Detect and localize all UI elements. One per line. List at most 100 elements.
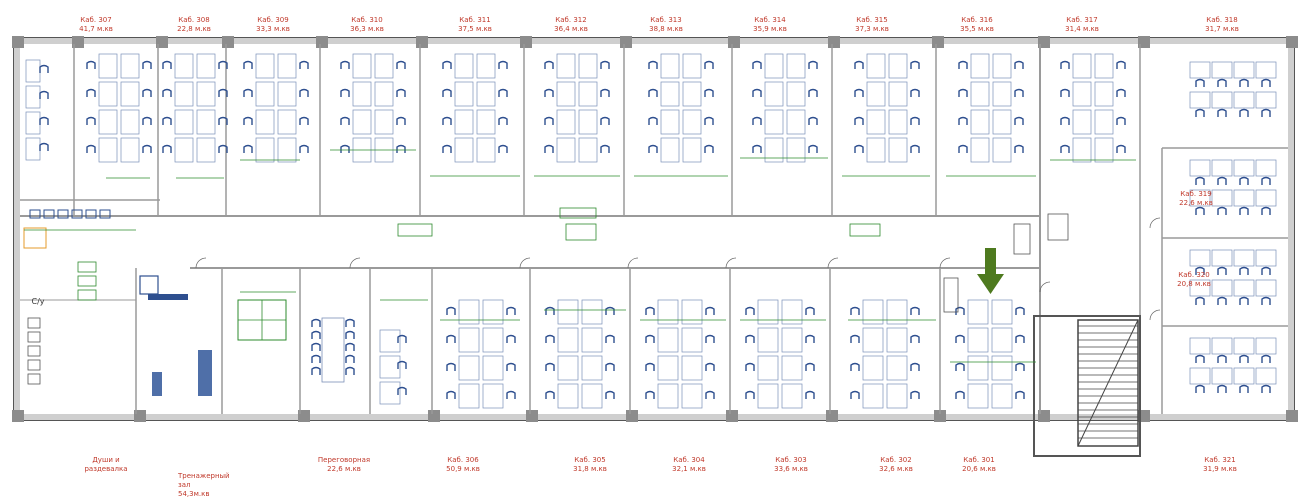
chair — [397, 360, 407, 369]
gym-machine — [152, 372, 162, 396]
chair — [1014, 144, 1024, 153]
chair — [1195, 354, 1205, 363]
desk — [991, 383, 1013, 409]
desk — [578, 109, 598, 135]
desk — [764, 137, 784, 163]
desk — [660, 137, 680, 163]
desk — [556, 137, 576, 163]
shower-cell — [27, 331, 41, 343]
desk — [1255, 189, 1277, 207]
chair — [345, 366, 355, 375]
desk — [482, 327, 504, 353]
desk — [657, 299, 679, 325]
desk — [1255, 367, 1277, 385]
chair — [704, 116, 714, 125]
outer-wall-bottom — [14, 414, 1294, 420]
chair — [1015, 306, 1025, 315]
desk — [1233, 249, 1255, 267]
chair — [955, 362, 965, 371]
chair — [345, 342, 355, 351]
desk — [781, 355, 803, 381]
chair — [910, 144, 920, 153]
desk — [352, 81, 372, 107]
desk — [1255, 61, 1277, 79]
desk — [25, 111, 41, 135]
desk — [379, 381, 401, 405]
chair — [745, 334, 755, 343]
chair — [1060, 60, 1070, 69]
desk — [174, 137, 194, 163]
chair — [1239, 206, 1249, 215]
desk — [458, 355, 480, 381]
outer-wall-left — [14, 38, 20, 420]
chair — [1261, 206, 1271, 215]
door-swing — [519, 257, 531, 269]
desk — [681, 355, 703, 381]
chair — [1239, 78, 1249, 87]
desk — [1211, 91, 1233, 109]
chair — [705, 306, 715, 315]
chair — [545, 390, 555, 399]
chair — [299, 88, 309, 97]
desk — [682, 109, 702, 135]
desk — [1233, 189, 1255, 207]
pillar-bottom — [826, 410, 838, 422]
door-swing — [1149, 217, 1161, 229]
desk — [970, 109, 990, 135]
chair — [544, 88, 554, 97]
chair — [1217, 78, 1227, 87]
chair — [162, 88, 172, 97]
chair — [955, 306, 965, 315]
chair — [645, 334, 655, 343]
desk — [1233, 279, 1255, 297]
desk — [1233, 159, 1255, 177]
chair — [1261, 266, 1271, 275]
chair — [498, 144, 508, 153]
desk — [476, 81, 496, 107]
desk — [657, 355, 679, 381]
desk — [476, 109, 496, 135]
desk — [578, 137, 598, 163]
chair — [340, 144, 350, 153]
desk — [1072, 109, 1092, 135]
chair — [397, 334, 407, 343]
bench-seat — [85, 209, 97, 219]
desk — [454, 53, 474, 79]
chair — [498, 60, 508, 69]
desk — [98, 81, 118, 107]
chair — [958, 144, 968, 153]
chair — [1015, 390, 1025, 399]
chair — [142, 116, 152, 125]
chair — [544, 60, 554, 69]
chair — [545, 362, 555, 371]
corridor-cabinet — [397, 223, 433, 237]
desk — [557, 299, 579, 325]
chair — [1261, 176, 1271, 185]
desk — [482, 383, 504, 409]
desk — [556, 53, 576, 79]
pillar-top — [728, 36, 740, 48]
desk — [581, 327, 603, 353]
desk — [578, 81, 598, 107]
pillar-bottom — [526, 410, 538, 422]
desk — [581, 355, 603, 381]
door-swing — [1149, 309, 1161, 321]
desk — [1072, 137, 1092, 163]
pillar-bottom — [298, 410, 310, 422]
wc-fixture — [1047, 213, 1069, 241]
chair — [311, 330, 321, 339]
desk — [1189, 279, 1211, 297]
desk — [1211, 249, 1233, 267]
desk — [454, 109, 474, 135]
chair — [311, 318, 321, 327]
chair — [162, 144, 172, 153]
bench-seat — [43, 209, 55, 219]
